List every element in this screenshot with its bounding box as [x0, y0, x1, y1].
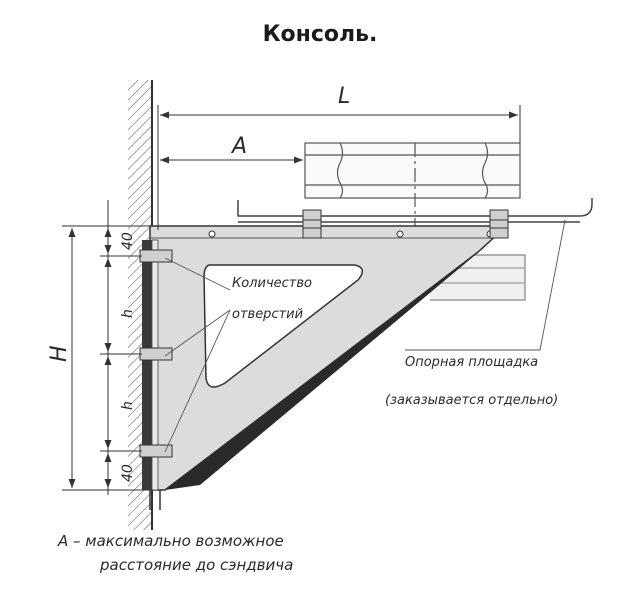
platform-label-line1: Опорная площадка — [405, 355, 538, 370]
note-line1: А – максимально возможное — [57, 532, 284, 550]
platform-leader — [405, 219, 566, 351]
platform-label-line2: (заказывается отдельно) — [385, 393, 558, 408]
console-bracket — [139, 209, 509, 510]
offset-top-label: 40 — [120, 232, 136, 250]
dimension-h-label: H — [47, 345, 72, 362]
holes-leaders — [164, 257, 231, 453]
holes-label-line1: Количество — [232, 276, 312, 291]
sandwich-pipe — [304, 142, 521, 235]
dimension-h-chain — [100, 200, 142, 495]
note-line2: расстояние до сэндвича — [99, 556, 293, 574]
offset-bottom-label: 40 — [120, 464, 136, 482]
page-title: Консоль. — [262, 22, 378, 47]
dimension-h — [62, 225, 150, 491]
spacing-h-top-label: h — [120, 309, 136, 318]
spacing-h-bottom-label: h — [120, 401, 136, 410]
dimension-a-label: A — [230, 134, 247, 159]
dimension-l — [157, 105, 521, 230]
holes-label-line2: отверстий — [232, 307, 303, 322]
dimension-l-label: L — [338, 84, 350, 109]
